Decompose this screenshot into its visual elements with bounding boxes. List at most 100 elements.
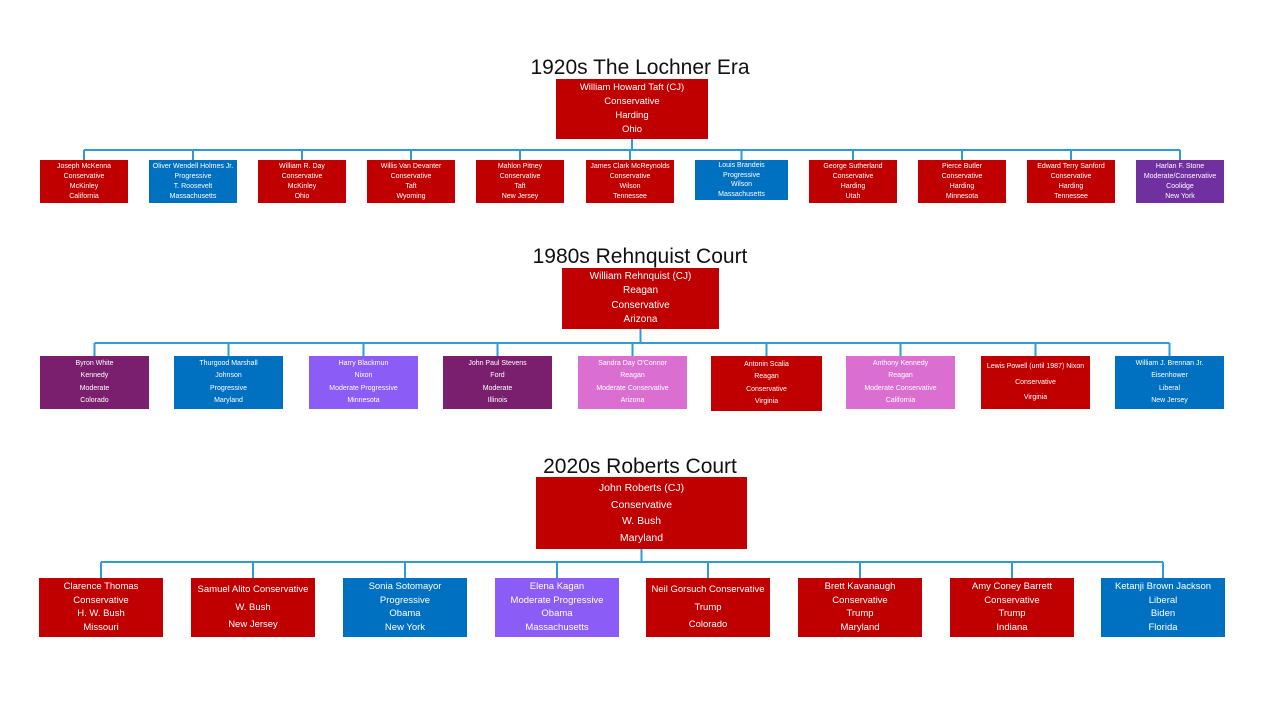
justice-line: H. W. Bush — [77, 608, 125, 620]
chief-justice-line: Maryland — [619, 532, 664, 545]
section-title: 1980s Rehnquist Court — [532, 245, 748, 268]
justice-line: Sonia Sotomayor — [368, 580, 442, 592]
justice-line: W. Bush — [235, 601, 271, 613]
chief-justice-line: Arizona — [623, 313, 658, 325]
justice-line: Pierce Butler — [941, 163, 983, 170]
justice-line: Thurgood Marshall — [199, 360, 258, 368]
justice-line: Conservative — [832, 594, 888, 606]
justice-line: T. Roosevelt — [173, 183, 213, 190]
chief-justice-line: Conservative — [604, 96, 660, 107]
justice-line: Virginia — [1023, 393, 1048, 401]
justice-line: Eisenhower — [1151, 372, 1188, 380]
justice-line: California — [885, 396, 916, 404]
justice-line: New Jersey — [501, 193, 539, 200]
justice-line: Progressive — [210, 384, 247, 392]
justice-line: Progressive — [174, 173, 212, 180]
chief-justice-line: Conservative — [610, 498, 673, 511]
justice-line: Ketanji Brown Jackson — [1114, 580, 1212, 592]
justice-line: Massachusetts — [169, 193, 217, 200]
justice-line: Massachusetts — [525, 622, 589, 634]
justice-line: Clarence Thomas — [63, 580, 139, 592]
justice-line: Minnesota — [945, 193, 979, 200]
justice-line: Conservative — [499, 173, 541, 180]
chief-justice-line: Conservative — [611, 299, 670, 311]
justice-line: Wyoming — [396, 193, 426, 200]
justice-line: Virginia — [754, 398, 779, 406]
justice-line: Willis Van Devanter — [380, 163, 442, 170]
justice-line: Florida — [1148, 622, 1178, 634]
justice-line: New Jersey — [1151, 396, 1188, 404]
justice-line: Trump — [846, 608, 874, 620]
justice-line: Maryland — [214, 396, 243, 404]
justice-line: Colorado — [688, 618, 728, 630]
justice-line: Missouri — [83, 622, 119, 634]
justice-line: Moderate/Conservative — [1143, 173, 1217, 180]
justice-line: George Sutherland — [823, 163, 883, 170]
justice-line: James Clark McReynolds — [590, 163, 670, 170]
justice-line: Moderate Progressive — [510, 594, 604, 606]
chief-justice-line: W. Bush — [621, 515, 662, 528]
justice-line: Sandra Day O'Connor — [598, 360, 667, 368]
justice-line: Conservative — [73, 594, 129, 606]
chief-justice-line: John Roberts (CJ) — [598, 481, 685, 494]
justice-line: Tennessee — [613, 193, 647, 200]
justice-line: Liberal — [1158, 384, 1180, 392]
justice-line: Conservative — [1050, 173, 1092, 180]
justice-line: Utah — [845, 193, 861, 200]
justice-line: Moderate — [79, 384, 110, 392]
section-title: 1920s The Lochner Era — [530, 56, 750, 79]
justice-line: Ford — [490, 372, 505, 380]
justice-line: Conservative — [281, 173, 323, 180]
justice-line: John Paul Stevens — [468, 360, 527, 368]
justice-line: Brett Kavanaugh — [824, 580, 896, 592]
justice-line: Coolidge — [1166, 183, 1194, 190]
justice-line: Johnson — [215, 372, 242, 380]
justice-line: Oliver Wendell Holmes Jr. — [152, 163, 234, 170]
justice-line: California — [69, 193, 99, 200]
justice-line: Harding — [949, 183, 975, 190]
justice-line: Conservative — [63, 173, 105, 180]
justice-line: Joseph McKenna — [56, 163, 112, 170]
justice-box: Oliver Wendell Holmes Jr. Progressive T. R… — [149, 160, 237, 203]
justice-line: Indiana — [996, 622, 1028, 634]
chief-justice-line: Reagan — [622, 285, 659, 297]
chief-justice-line: Harding — [615, 110, 649, 121]
justice-line: Amy Coney Barrett — [971, 580, 1053, 592]
justice-line: Reagan — [888, 372, 913, 380]
justice-line: Moderate — [482, 384, 513, 392]
justice-line: Progressive — [723, 171, 760, 179]
justice-line: Conservative — [609, 173, 651, 180]
